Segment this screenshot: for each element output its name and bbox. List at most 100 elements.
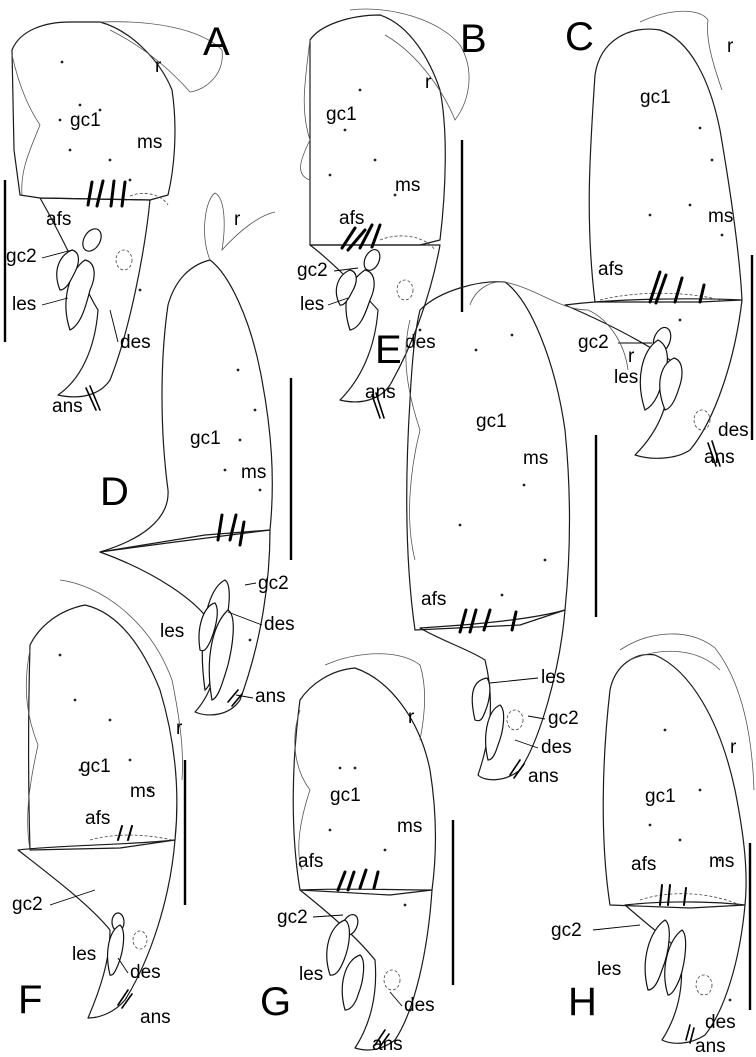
panel-g-ramus-outline	[324, 653, 426, 741]
panel-g-letter: G	[260, 980, 291, 1024]
panel-c-letter: C	[565, 15, 594, 59]
panel-g-label-gc1: gc1	[330, 785, 361, 806]
panel-h-label-gc2: gc2	[551, 920, 582, 941]
panel-d-letter: D	[100, 470, 129, 514]
panel-g-setae	[336, 868, 380, 892]
panel-h-label-des: des	[705, 1012, 736, 1033]
panel-b-label-ans: ans	[365, 382, 396, 403]
panel-g-label-ms: ms	[397, 816, 422, 837]
panel-d-label-les: les	[160, 621, 184, 642]
panel-e-label-des: des	[541, 737, 572, 758]
panel-g-label-gc2: gc2	[277, 907, 308, 928]
panel-e-label-afs: afs	[421, 589, 446, 610]
panel-c-label-ans: ans	[704, 447, 735, 468]
panel-a-setae	[86, 179, 127, 208]
panel-b-letter: B	[460, 17, 487, 61]
panel-d-label-ms: ms	[241, 462, 266, 483]
panel-f-label-r: r	[176, 718, 183, 739]
panel-a-label-afs: afs	[46, 209, 71, 230]
panel-b-label-gc2: gc2	[297, 260, 328, 281]
panel-d: D r gc1 ms gc2 les des ans	[99, 192, 295, 716]
panel-d-label-gc2: gc2	[258, 573, 289, 594]
panel-g-gonocoxite-2-outline	[299, 888, 433, 1051]
panel-f-setae	[117, 825, 133, 841]
panel-d-ramus-outline	[204, 192, 276, 261]
panel-e-setae	[458, 608, 518, 634]
panel-a: A r gc1 ms afs gc2 les des ans	[3, 20, 230, 417]
panel-d-label-r: r	[234, 209, 241, 230]
panel-f-label-ans: ans	[140, 1007, 171, 1028]
panel-e-label-gc1: gc1	[476, 411, 507, 432]
panel-f-label-ms: ms	[130, 781, 155, 802]
panel-e-label-r: r	[628, 346, 635, 367]
panel-h-label-ms: ms	[709, 851, 734, 872]
panel-a-label-ms: ms	[137, 132, 162, 153]
panel-c-label-les: les	[614, 367, 638, 388]
panel-f-label-gc1: gc1	[80, 756, 111, 777]
panel-h-label-afs: afs	[631, 854, 656, 875]
panel-h-ramus-outline	[619, 633, 755, 791]
panel-a-inner-fold	[11, 54, 41, 196]
panel-f-label-les: les	[72, 944, 96, 965]
panel-f-label-des: des	[130, 962, 161, 983]
panel-b: B r gc1 ms afs gc2 les des ans	[297, 8, 487, 419]
panel-c: C r gc1 ms afs gc2 les des ans	[564, 10, 754, 468]
panel-c-gonocoxite-1-outline	[588, 28, 743, 303]
panel-e-letter: E	[375, 328, 402, 372]
panel-g-label-afs: afs	[298, 851, 323, 872]
panel-g-label-r: r	[408, 707, 415, 728]
panel-d-label-des: des	[264, 614, 295, 635]
panel-a-label-des: des	[120, 332, 151, 353]
panel-f-label-gc2: gc2	[12, 894, 43, 915]
panel-b-label-gc1: gc1	[326, 104, 357, 125]
panel-a-label-ans: ans	[52, 396, 83, 417]
panel-e-label-ans: ans	[528, 766, 559, 787]
panel-a-label-les: les	[12, 294, 36, 315]
panel-f-gonocoxite-1-outline	[27, 604, 178, 851]
panel-c-ramus-outline	[639, 10, 723, 91]
panel-h-setae	[659, 884, 687, 906]
panel-d-label-ans: ans	[255, 686, 286, 707]
panel-c-label-afs: afs	[598, 259, 623, 280]
panel-f: F r gc1 ms afs gc2 les des ans	[12, 579, 187, 1028]
panel-h-label-ans: ans	[695, 1036, 726, 1057]
panel-f-gonocoxite-2-outline	[17, 839, 176, 1019]
panel-f-label-afs: afs	[85, 808, 110, 829]
panel-d-setae	[216, 513, 246, 547]
panel-g-label-les: les	[299, 964, 323, 985]
panel-f-letter: F	[18, 978, 42, 1022]
panel-c-label-r: r	[727, 36, 734, 57]
panel-a-ramus-outline	[99, 21, 223, 93]
panel-h-label-gc1: gc1	[645, 786, 676, 807]
panel-b-gonocoxite-1-outline	[309, 14, 446, 246]
panel-c-label-gc1: gc1	[640, 87, 671, 108]
panel-a-label-gc2: gc2	[6, 246, 37, 267]
panel-a-label-gc1: gc1	[70, 110, 101, 131]
panel-h-letter: H	[568, 980, 597, 1024]
panel-b-label-afs: afs	[339, 208, 364, 229]
panel-a-letter: A	[203, 20, 230, 64]
panel-g-label-des: des	[404, 995, 435, 1016]
panel-g-label-ans: ans	[372, 1034, 403, 1055]
panel-c-label-gc2: gc2	[578, 332, 609, 353]
panel-a-gonocoxite-1-outline	[11, 21, 176, 201]
panel-e: E r gc1 ms afs les gc2 des ans	[375, 281, 635, 787]
panel-e-label-les: les	[541, 667, 565, 688]
panel-e-label-ms: ms	[523, 448, 548, 469]
panel-h: H r gc1 ms afs gc2 les des ans	[551, 633, 755, 1057]
panel-h-label-r: r	[730, 737, 737, 758]
panel-e-gonocoxite-2-outline	[419, 609, 566, 781]
panel-g: G r gc1 ms afs gc2 les des ans	[260, 653, 455, 1055]
panel-b-label-ms: ms	[395, 175, 420, 196]
panel-c-setae	[648, 270, 706, 305]
panel-g-gonocoxite-1-outline	[292, 667, 437, 896]
panel-h-gonocoxite-1-outline	[602, 653, 747, 909]
panel-b-label-des: des	[405, 332, 436, 353]
panel-e-ramus-outline	[469, 281, 629, 371]
panel-f-ramus-outline	[59, 579, 183, 781]
panel-d-label-gc1: gc1	[190, 428, 221, 449]
panel-c-label-des: des	[718, 420, 749, 441]
panel-b-ramus-outline	[349, 8, 470, 121]
panel-b-setae	[340, 223, 382, 252]
